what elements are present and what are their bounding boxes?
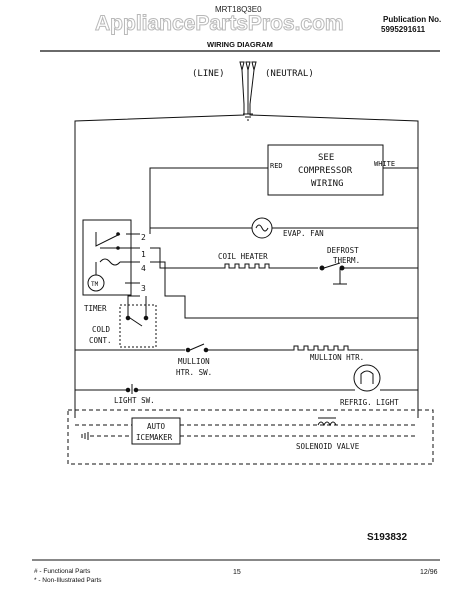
mullion-heater-switch-icon	[75, 343, 290, 353]
timer-output-wires	[149, 228, 418, 319]
evap-fan-icon	[251, 217, 273, 239]
watermark-text: AppliancePartsPros.com	[95, 12, 344, 35]
line-label: (LINE)	[192, 69, 225, 79]
refrig-light-icon	[353, 364, 418, 392]
compressor-wires	[149, 167, 418, 230]
evap-fan-label: EVAP. FAN	[283, 229, 324, 238]
white-wire-label: WHITE	[374, 160, 395, 168]
mullion-heater-icon	[290, 345, 418, 351]
publication-label: Publication No.	[383, 15, 441, 24]
model-number: MRT18Q3E0	[215, 5, 262, 14]
red-wire-label: RED	[270, 162, 283, 170]
solenoid-valve-label: SOLENOID VALVE	[296, 442, 360, 451]
page-number: 15	[233, 569, 241, 576]
timer-motor-mark: TM	[91, 281, 99, 288]
auto-icemaker-box	[131, 417, 181, 445]
cold-cont-label-1: COLD	[92, 325, 111, 334]
terminal-1: 1	[141, 250, 146, 259]
compressor-wiring-box	[267, 144, 384, 196]
terminal-3: 3	[141, 284, 146, 293]
terminal-4: 4	[141, 264, 146, 273]
timer-terminal-dot	[116, 232, 120, 236]
plug-icon	[239, 61, 257, 105]
compressor-title: COMPRESSOR	[298, 166, 353, 176]
mullion-htr-label: MULLION HTR.	[310, 353, 364, 362]
icemaker-label-1: AUTO	[147, 422, 166, 431]
compressor-wiring: WIRING	[311, 179, 344, 189]
defrost-therm-icon	[275, 262, 418, 285]
publication-number: 5995291611	[381, 25, 426, 34]
drawing-number: S193832	[367, 532, 407, 543]
mullion-sw-label-2: HTR. SW.	[176, 368, 212, 377]
defrost-therm-label: THERM.	[333, 256, 360, 265]
coil-heater-label: COIL HEATER	[218, 252, 268, 261]
ground-icon	[243, 70, 253, 121]
legend-functional: # - Functional Parts	[34, 568, 91, 575]
refrig-light-label: REFRIG. LIGHT	[340, 398, 399, 407]
timer-contacts	[95, 232, 140, 284]
line-wire	[74, 104, 245, 418]
solenoid-valve-icon	[317, 417, 337, 427]
icemaker-ground-icon	[81, 432, 89, 440]
icemaker-label-2: ICEMAKER	[136, 433, 173, 442]
timer-motor-icon: TM	[87, 274, 105, 292]
light-switch-icon	[75, 384, 355, 394]
neutral-label: (NEUTRAL)	[265, 69, 314, 79]
compressor-see: SEE	[318, 153, 334, 163]
diagram-title: WIRING DIAGRAM	[207, 40, 273, 49]
cold-control-switch-icon	[119, 295, 157, 348]
publication-date: 12/96	[420, 569, 438, 576]
timer-box	[82, 219, 132, 296]
cold-cont-label-2: CONT.	[89, 336, 112, 345]
icemaker-wires	[75, 424, 418, 437]
neutral-wire	[249, 104, 419, 418]
icemaker-optional-area	[67, 409, 434, 465]
mullion-sw-label-1: MULLION	[178, 357, 210, 366]
defrost-label: DEFROST	[327, 246, 359, 255]
terminal-2: 2	[141, 233, 146, 242]
legend-non-illustrated: * - Non-Illustrated Parts	[34, 577, 102, 584]
timer-label: TIMER	[84, 304, 107, 313]
light-sw-label: LIGHT SW.	[114, 396, 155, 405]
timer-terminal-dot	[116, 246, 120, 250]
coil-heater-icon	[170, 263, 275, 269]
